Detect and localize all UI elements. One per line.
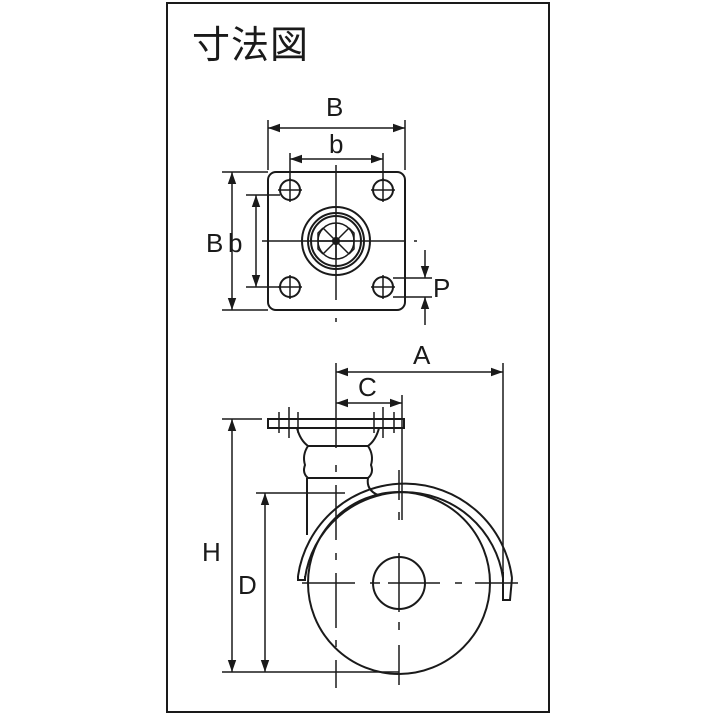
top-view	[222, 120, 432, 325]
label-H: H	[202, 537, 221, 567]
label-D: D	[238, 570, 257, 600]
page-title: 寸法図	[192, 23, 310, 67]
label-B-length: B	[206, 228, 223, 258]
swivel-hub	[301, 206, 371, 276]
label-C: C	[358, 372, 377, 402]
label-P: P	[433, 273, 450, 303]
side-bolts	[278, 407, 395, 438]
label-B-width: B	[326, 92, 343, 122]
label-b-length: b	[228, 228, 242, 258]
label-A: A	[413, 340, 431, 370]
side-view	[222, 363, 518, 688]
label-b-width: b	[329, 129, 343, 159]
